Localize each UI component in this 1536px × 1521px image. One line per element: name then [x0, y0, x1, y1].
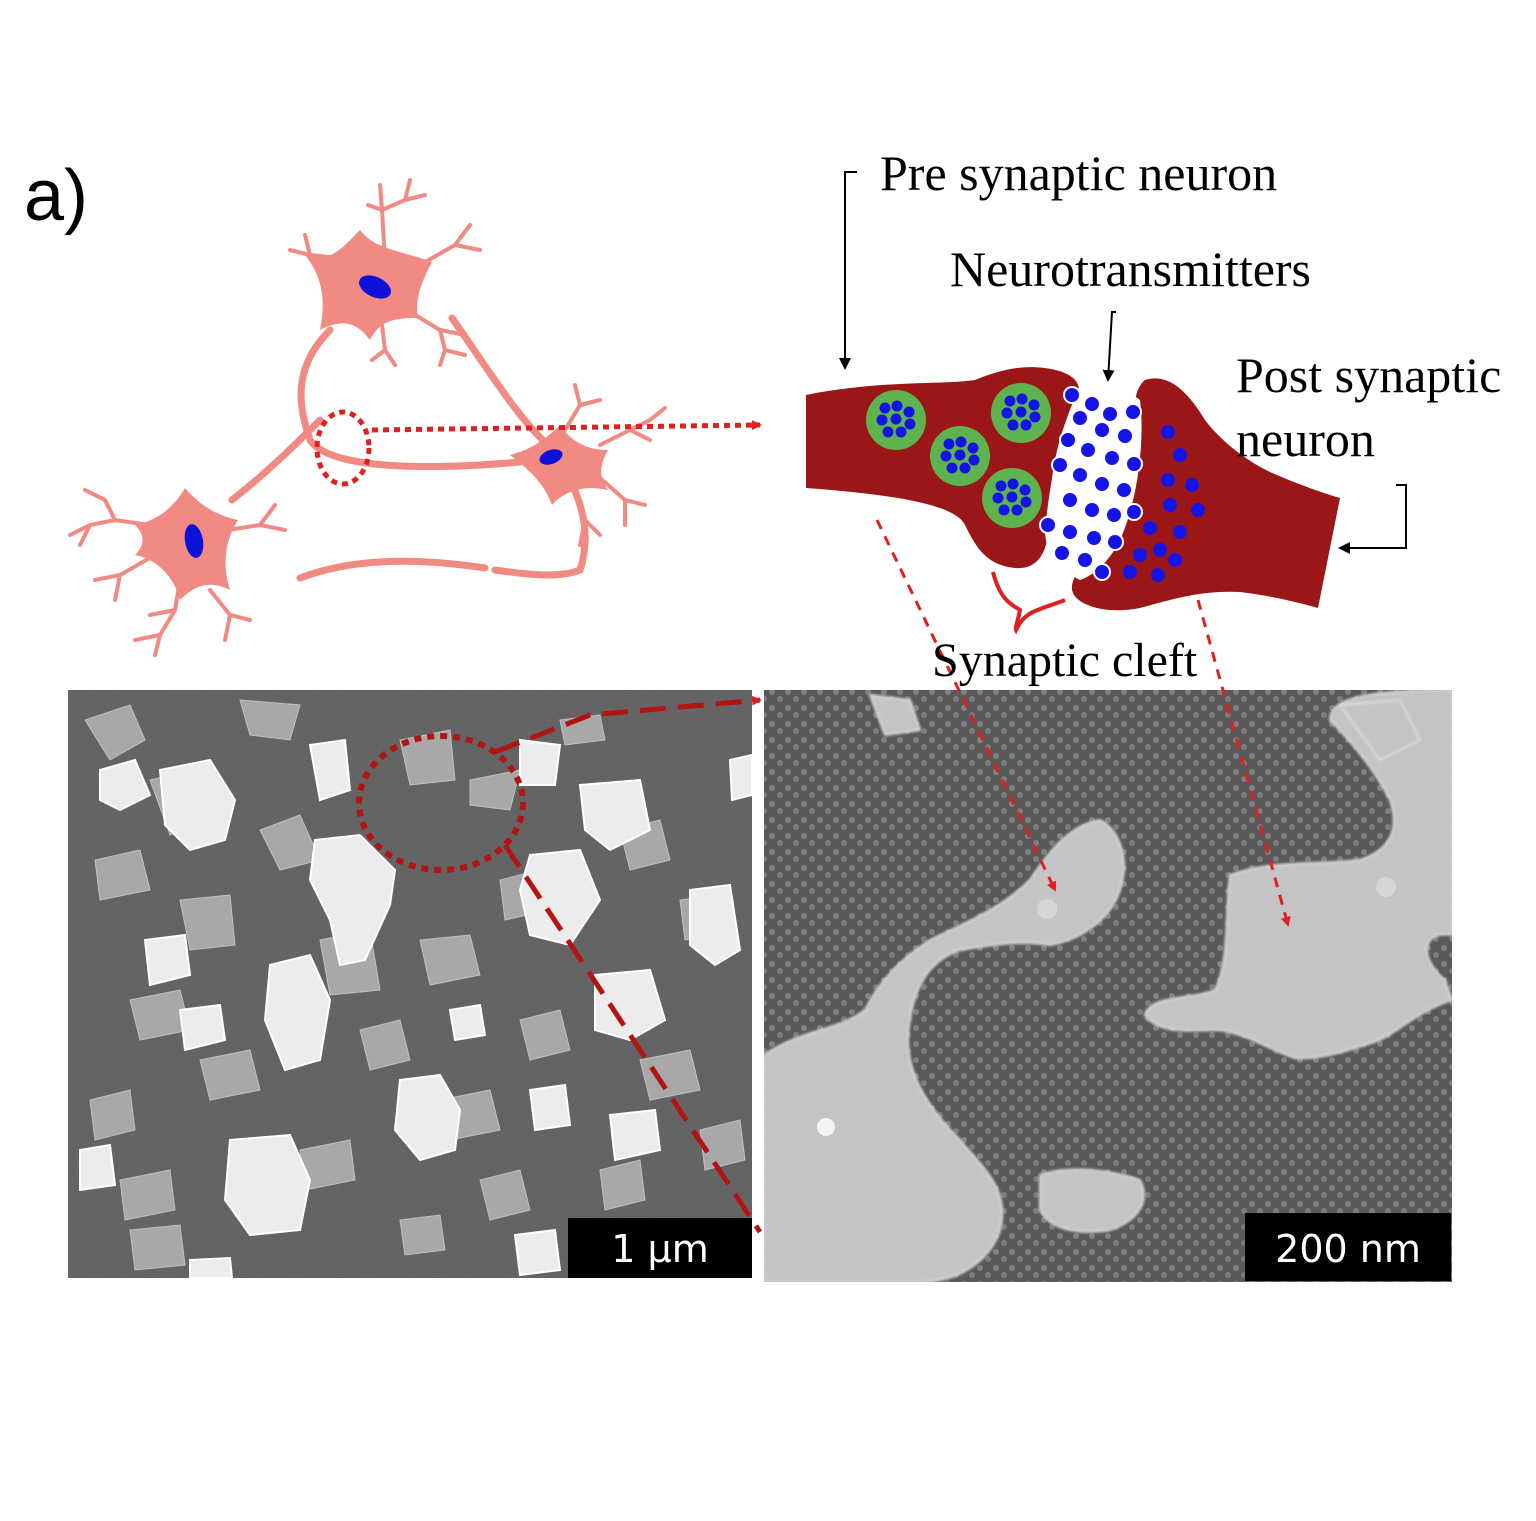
sem-particle	[1037, 899, 1057, 919]
sem-grain	[689, 883, 742, 967]
sem-grain	[223, 1133, 312, 1237]
zoom-line-bottom	[502, 843, 763, 1234]
sem-image-right	[764, 690, 1452, 1282]
map-arrow-pre	[875, 519, 1057, 892]
sem-particle	[817, 1118, 835, 1136]
neuron-body-right	[510, 425, 608, 505]
axon-bottom-right	[491, 476, 589, 579]
sem-grain	[308, 738, 352, 802]
axon-top-to-right	[448, 314, 552, 449]
scale-bar-right: 200 nm	[1275, 1227, 1421, 1271]
nuclei	[184, 275, 563, 558]
synapse-zoom-circle	[314, 409, 372, 487]
sem-grain-large	[1039, 1168, 1145, 1233]
sem-grain	[594, 968, 667, 1042]
sem-grain-large	[1338, 698, 1422, 762]
neurotransmitter-cluster	[1039, 386, 1143, 581]
label-neurotransmitters: Neurotransmitters	[950, 241, 1311, 297]
map-arrow-post	[1196, 599, 1291, 927]
sem-grain	[519, 738, 562, 786]
sem-grain	[178, 1003, 227, 1052]
sem-particle	[1376, 877, 1396, 897]
scale-bar-left: 1 µm	[611, 1227, 708, 1271]
receptor-dots	[1123, 425, 1205, 582]
sem-grain	[728, 753, 752, 802]
panel-label: a)	[24, 156, 88, 236]
nucleus-left	[184, 524, 204, 558]
sem-grain	[99, 758, 152, 812]
vesicles	[866, 383, 1051, 528]
label-post-synaptic-2: neuron	[1236, 411, 1375, 467]
label-post-synaptic-1: Post synaptic	[1236, 347, 1501, 403]
sem-grain-large	[764, 818, 1125, 1282]
label-synaptic-cleft: Synaptic cleft	[932, 634, 1198, 687]
sem-image-left	[68, 690, 752, 1278]
sem-grain	[158, 758, 237, 852]
sem-grain	[578, 778, 652, 852]
arrow-post-synaptic	[1338, 484, 1407, 554]
cleft-brace	[991, 571, 1066, 635]
sem-grain	[513, 1228, 562, 1277]
axon-bottom	[296, 557, 489, 582]
nucleus-top	[359, 275, 391, 299]
sem-grain	[143, 933, 192, 987]
sem-grain	[528, 1083, 572, 1132]
dendrites-right	[563, 383, 667, 547]
vesicle	[991, 383, 1051, 443]
sem-grain	[79, 1143, 117, 1192]
sem-zoom-circle	[356, 733, 526, 873]
vesicle	[930, 426, 990, 486]
sem-grain	[308, 833, 397, 967]
arrow-pre-synaptic	[839, 171, 857, 370]
sem-grain-large	[868, 693, 922, 737]
nucleus-right	[539, 449, 563, 465]
scale-bar-right-box	[1245, 1213, 1451, 1281]
axon-top-loop	[297, 326, 524, 470]
vesicle	[982, 468, 1042, 528]
zoom-line-top	[494, 695, 762, 755]
sem-grain	[393, 1073, 462, 1162]
vesicle	[866, 390, 926, 450]
sem-grain	[189, 1256, 234, 1278]
zoom-arrow-to-synapse	[371, 420, 762, 433]
dendrites-left	[68, 488, 287, 657]
synapse-diagram	[806, 367, 1340, 611]
sem-grain	[448, 1003, 487, 1042]
sem-grain-large	[1143, 690, 1452, 1060]
label-pre-synaptic: Pre synaptic neuron	[880, 145, 1277, 201]
sem-grain	[608, 1108, 662, 1162]
arrow-neurotransmitters	[1102, 311, 1116, 382]
scale-bar-left-box	[568, 1218, 752, 1278]
sem-grain	[263, 953, 332, 1072]
axon-bottom-left-up	[228, 416, 324, 504]
